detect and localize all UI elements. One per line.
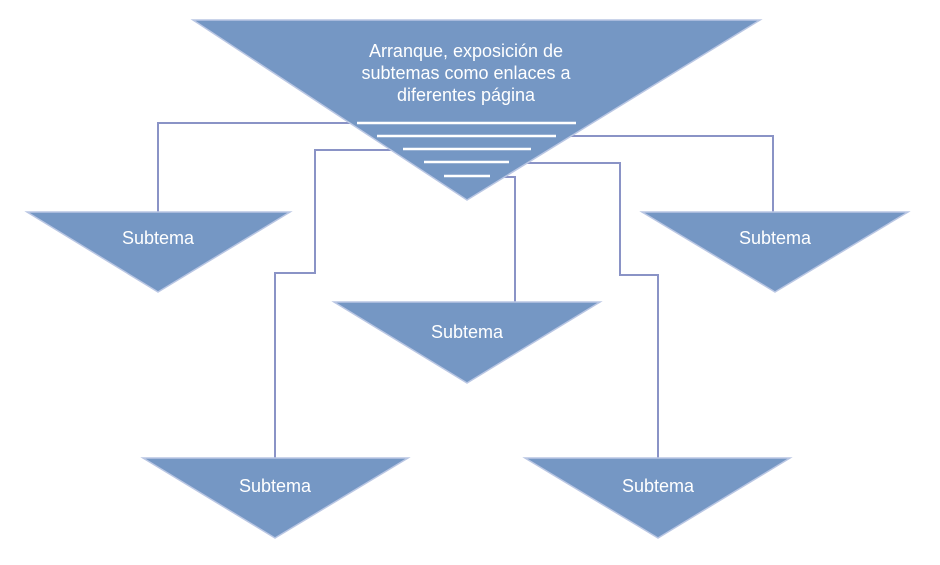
- root-node: Arranque, exposición de subtemas como en…: [190, 19, 763, 201]
- subtema-triangle: [140, 457, 411, 539]
- subtema-label: Subtema: [739, 228, 812, 248]
- subtema-label: Subtema: [622, 476, 695, 496]
- connector-bottom-right: [520, 162, 659, 458]
- subtema-node-center: Subtema: [331, 301, 603, 384]
- subtema-triangle: [639, 211, 911, 293]
- subtema-triangle: [522, 457, 793, 539]
- subtema-triangle: [24, 211, 293, 293]
- root-label-line-2: subtemas como enlaces a: [361, 63, 571, 83]
- subtema-node-right: Subtema: [639, 211, 911, 293]
- subtema-triangle: [331, 301, 603, 384]
- subtema-label: Subtema: [122, 228, 195, 248]
- connector-left: [157, 122, 380, 212]
- subtema-node-left: Subtema: [24, 211, 293, 293]
- subtema-label: Subtema: [431, 322, 504, 342]
- subtema-node-bottom-left: Subtema: [140, 457, 411, 539]
- root-label-line-1: Arranque, exposición de: [369, 41, 563, 61]
- connector-right: [540, 135, 774, 212]
- connector-center: [480, 176, 516, 302]
- root-triangle: [190, 19, 763, 201]
- root-label-line-3: diferentes página: [397, 85, 536, 105]
- subtema-node-bottom-right: Subtema: [522, 457, 793, 539]
- connector-bottom-left: [274, 149, 400, 458]
- subtema-label: Subtema: [239, 476, 312, 496]
- connectors: [157, 122, 774, 458]
